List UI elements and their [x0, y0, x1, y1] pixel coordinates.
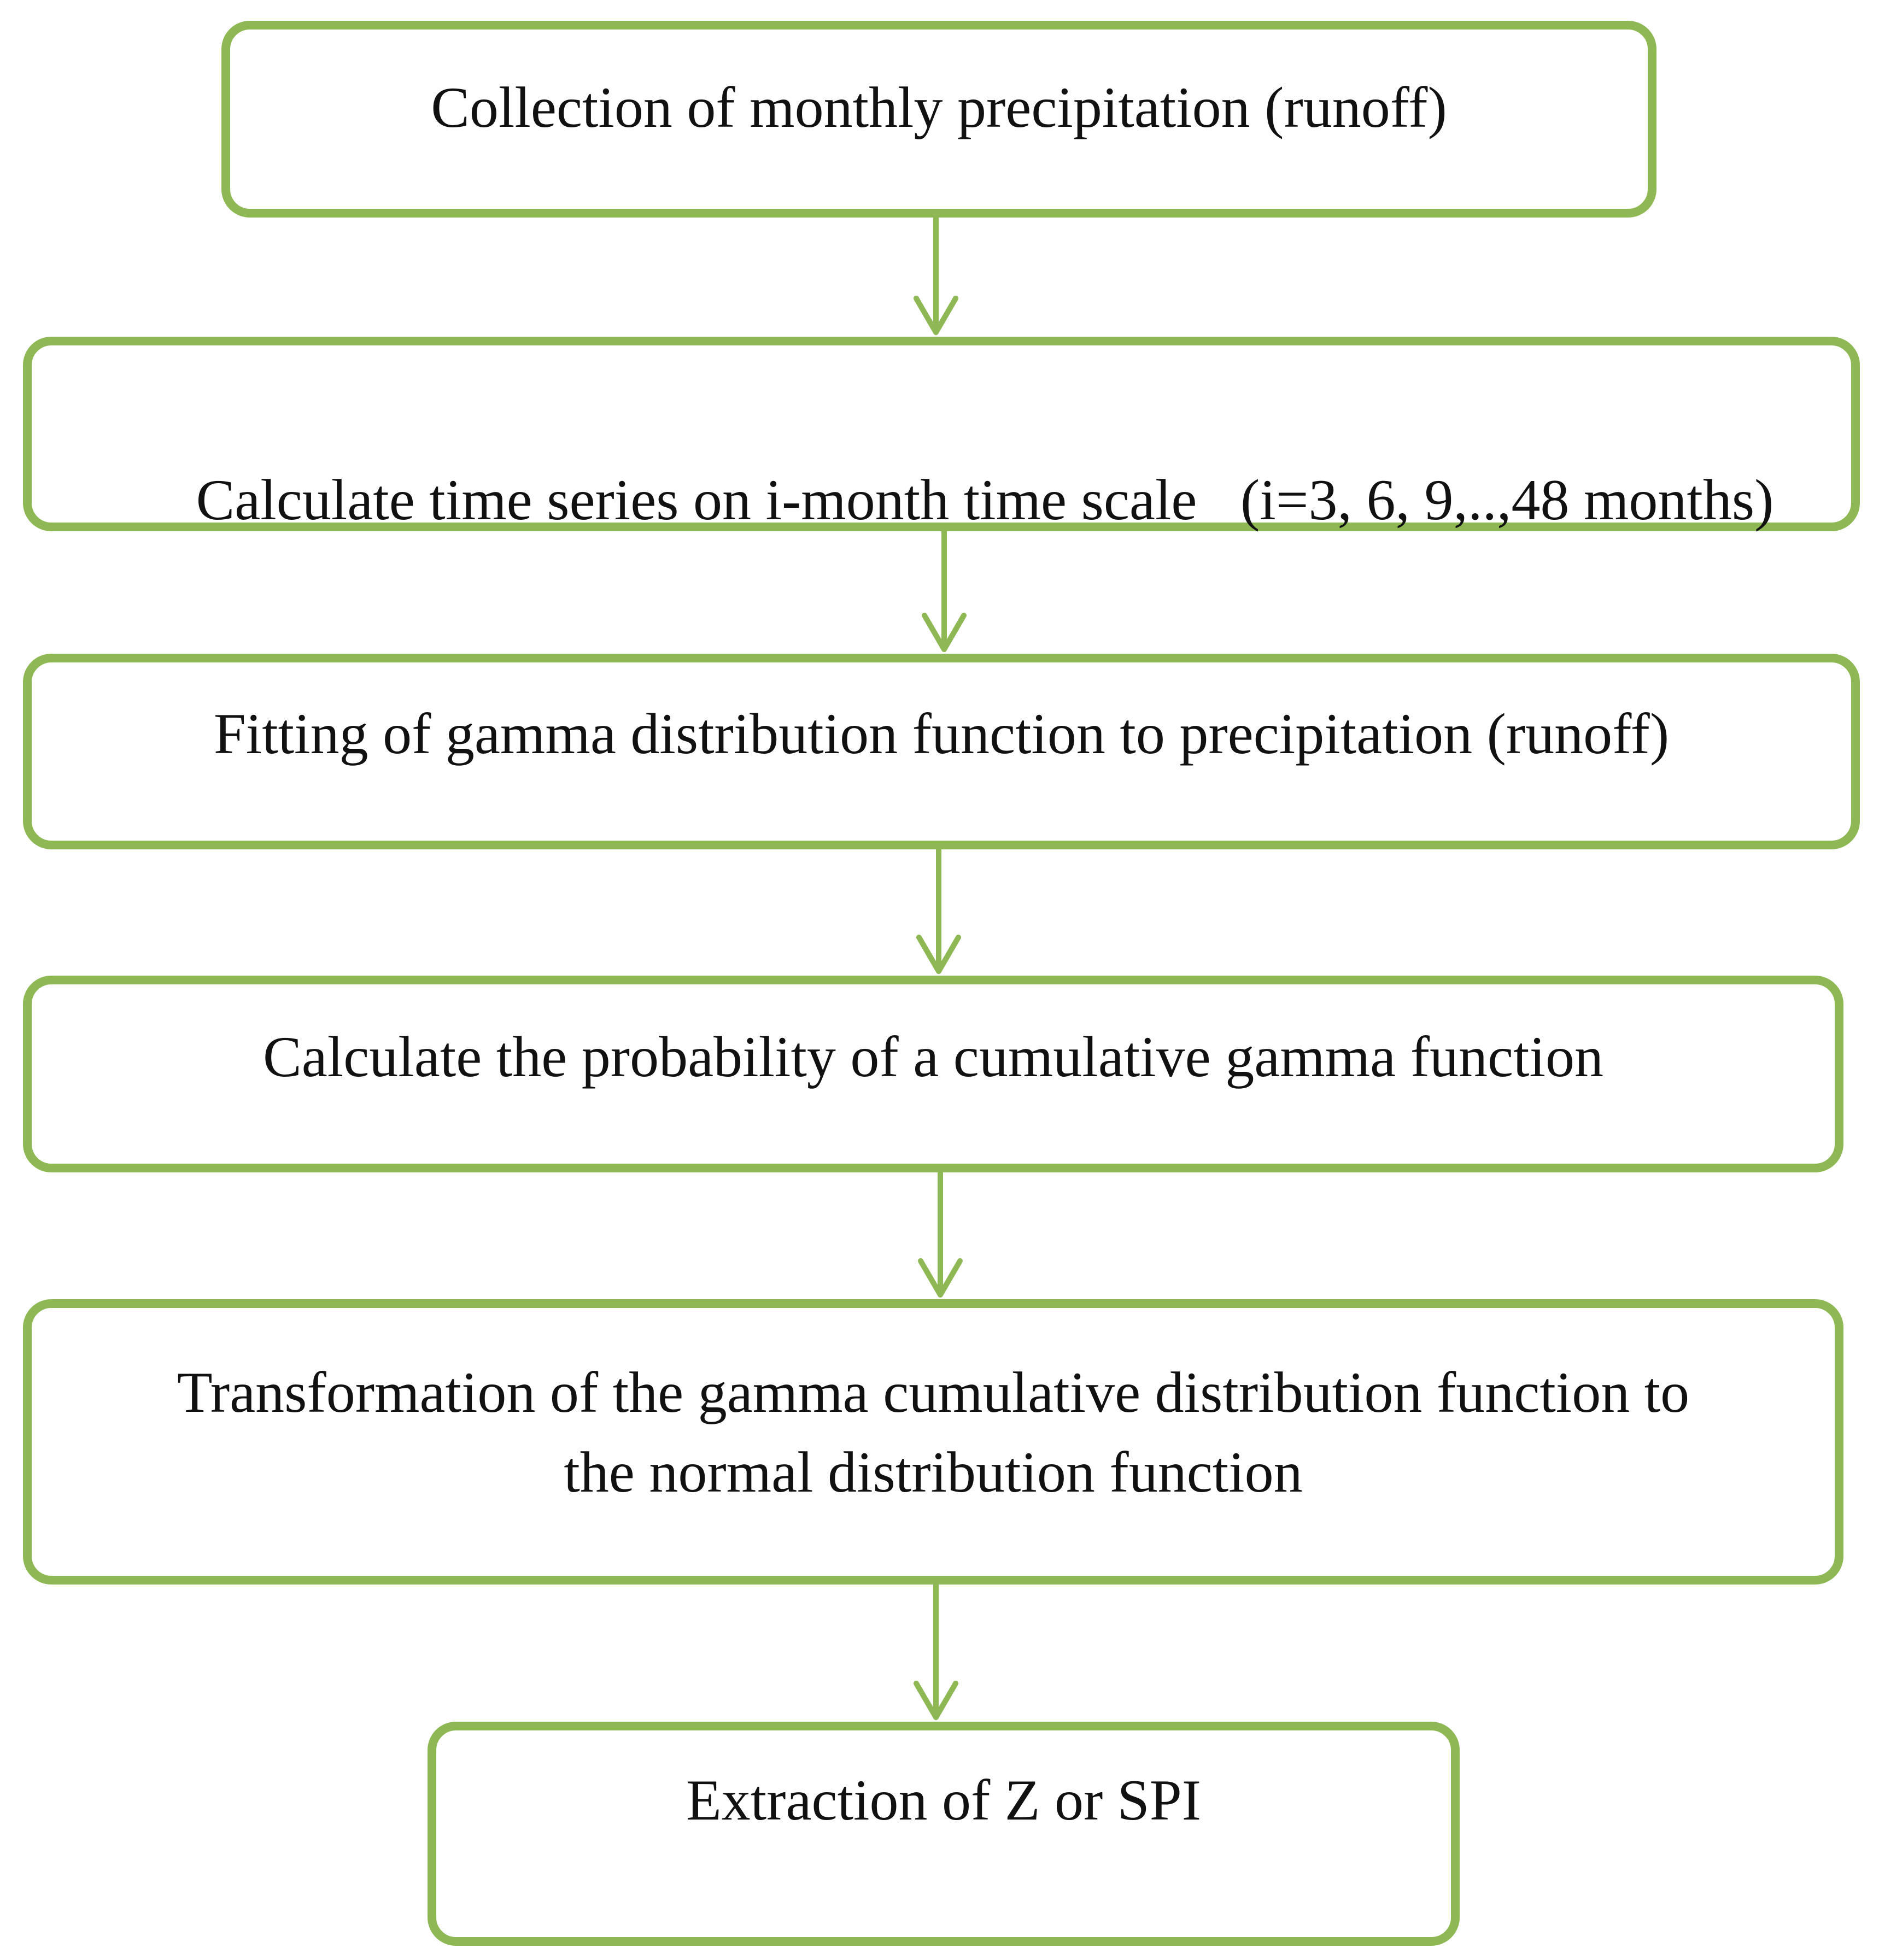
step-time-series-label: Calculate time series on i-month time sc…	[32, 380, 1851, 620]
step-transformation-text-line-2: the normal distribution function	[564, 1440, 1303, 1504]
step-time-series-text: Calculate time series on i-month time sc…	[196, 468, 1774, 532]
step-gamma-fit-label: Fitting of gamma distribution function t…	[32, 694, 1851, 774]
step-probability-label: Calculate the probability of a cumulativ…	[32, 1017, 1835, 1097]
step-transformation-text-line-1: Transformation of the gamma cumulative d…	[177, 1360, 1690, 1424]
step-collection-box: Collection of monthly precipitation (run…	[221, 21, 1656, 218]
step-probability-text: Calculate the probability of a cumulativ…	[263, 1025, 1603, 1089]
connector-arrow-3-head	[916, 935, 961, 974]
step-collection-text: Collection of monthly precipitation (run…	[431, 75, 1447, 139]
step-extraction-text: Extraction of Z or SPI	[686, 1768, 1202, 1832]
connector-arrow-5-head	[914, 1681, 958, 1720]
step-collection-label: Collection of monthly precipitation (run…	[230, 68, 1648, 148]
step-extraction-label: Extraction of Z or SPI	[436, 1761, 1451, 1840]
step-extraction-box: Extraction of Z or SPI	[428, 1722, 1460, 1946]
step-probability-box: Calculate the probability of a cumulativ…	[23, 976, 1843, 1172]
step-transformation-box: Transformation of the gamma cumulative d…	[23, 1299, 1843, 1585]
connector-arrow-2-head	[922, 613, 967, 652]
step-gamma-fit-text: Fitting of gamma distribution function t…	[213, 702, 1670, 766]
step-transformation-label: Transformation of the gamma cumulative d…	[32, 1353, 1835, 1512]
connector-arrow-4-head	[918, 1258, 963, 1298]
connector-arrow-1-head	[914, 296, 958, 335]
step-gamma-fit-box: Fitting of gamma distribution function t…	[23, 654, 1860, 849]
step-time-series-box: Calculate time series on i-month time sc…	[23, 337, 1860, 532]
